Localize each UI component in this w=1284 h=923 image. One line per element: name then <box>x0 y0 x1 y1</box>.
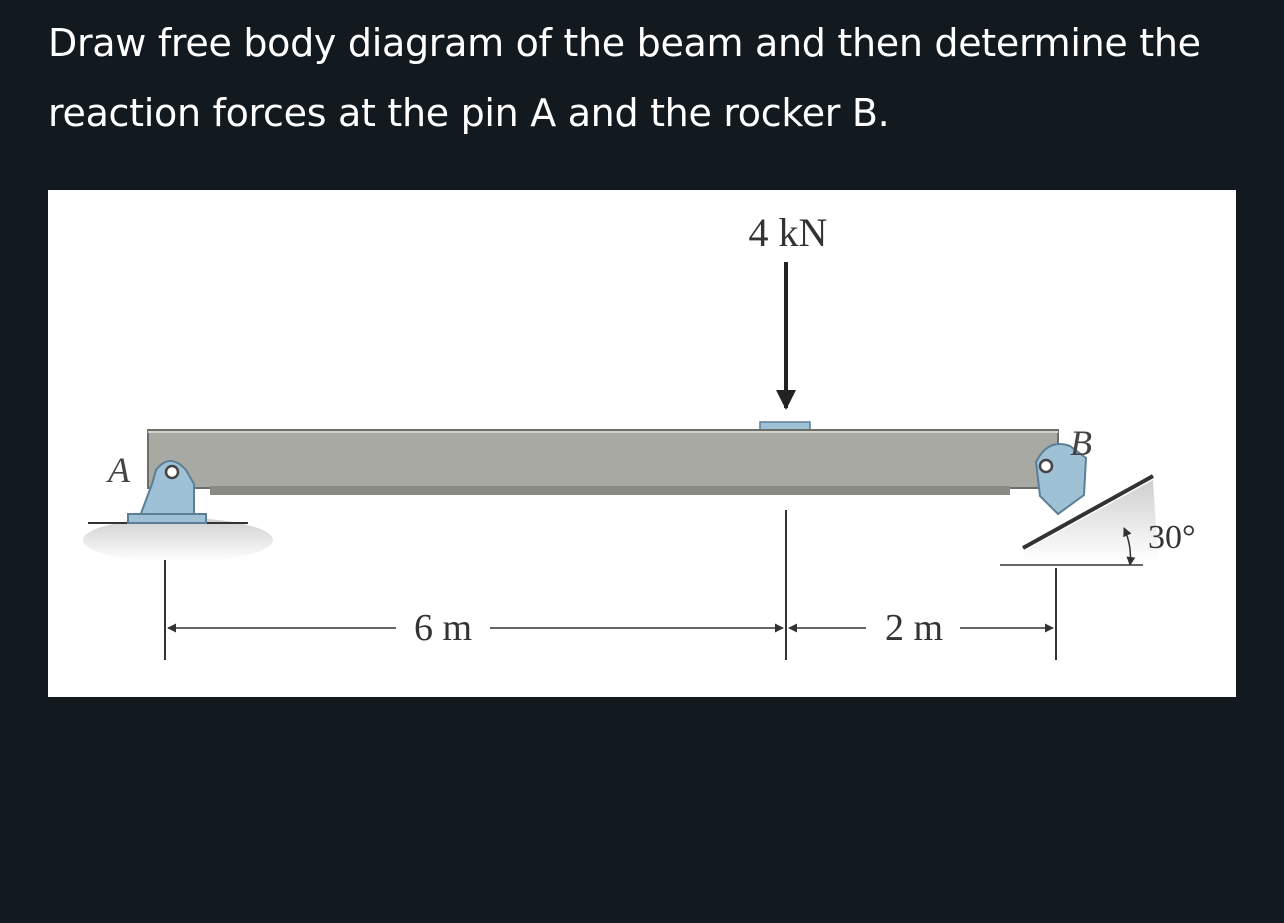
dim-right-label: 2 m <box>885 607 943 649</box>
load-label: 4 kN <box>749 210 828 255</box>
incline-b <box>1022 474 1154 550</box>
point-b-label: B <box>1070 423 1092 463</box>
angle-arc <box>1123 527 1136 566</box>
angle-label: 30° <box>1148 519 1196 556</box>
ground-a <box>83 518 273 562</box>
beam-diagram-svg: 4 kN A B 30° <box>83 210 1196 660</box>
dim-left-label: 6 m <box>414 607 472 649</box>
beam-underside <box>210 486 1010 495</box>
rocker-support-b <box>1034 443 1088 516</box>
pin-support-a <box>138 460 195 517</box>
point-a-label: A <box>106 450 131 490</box>
beam-diagram: 4 kN A B 30° <box>48 190 1236 697</box>
beam <box>147 429 1059 489</box>
question-text: Draw free body diagram of the beam and t… <box>48 21 1201 135</box>
pin-a <box>164 464 180 480</box>
